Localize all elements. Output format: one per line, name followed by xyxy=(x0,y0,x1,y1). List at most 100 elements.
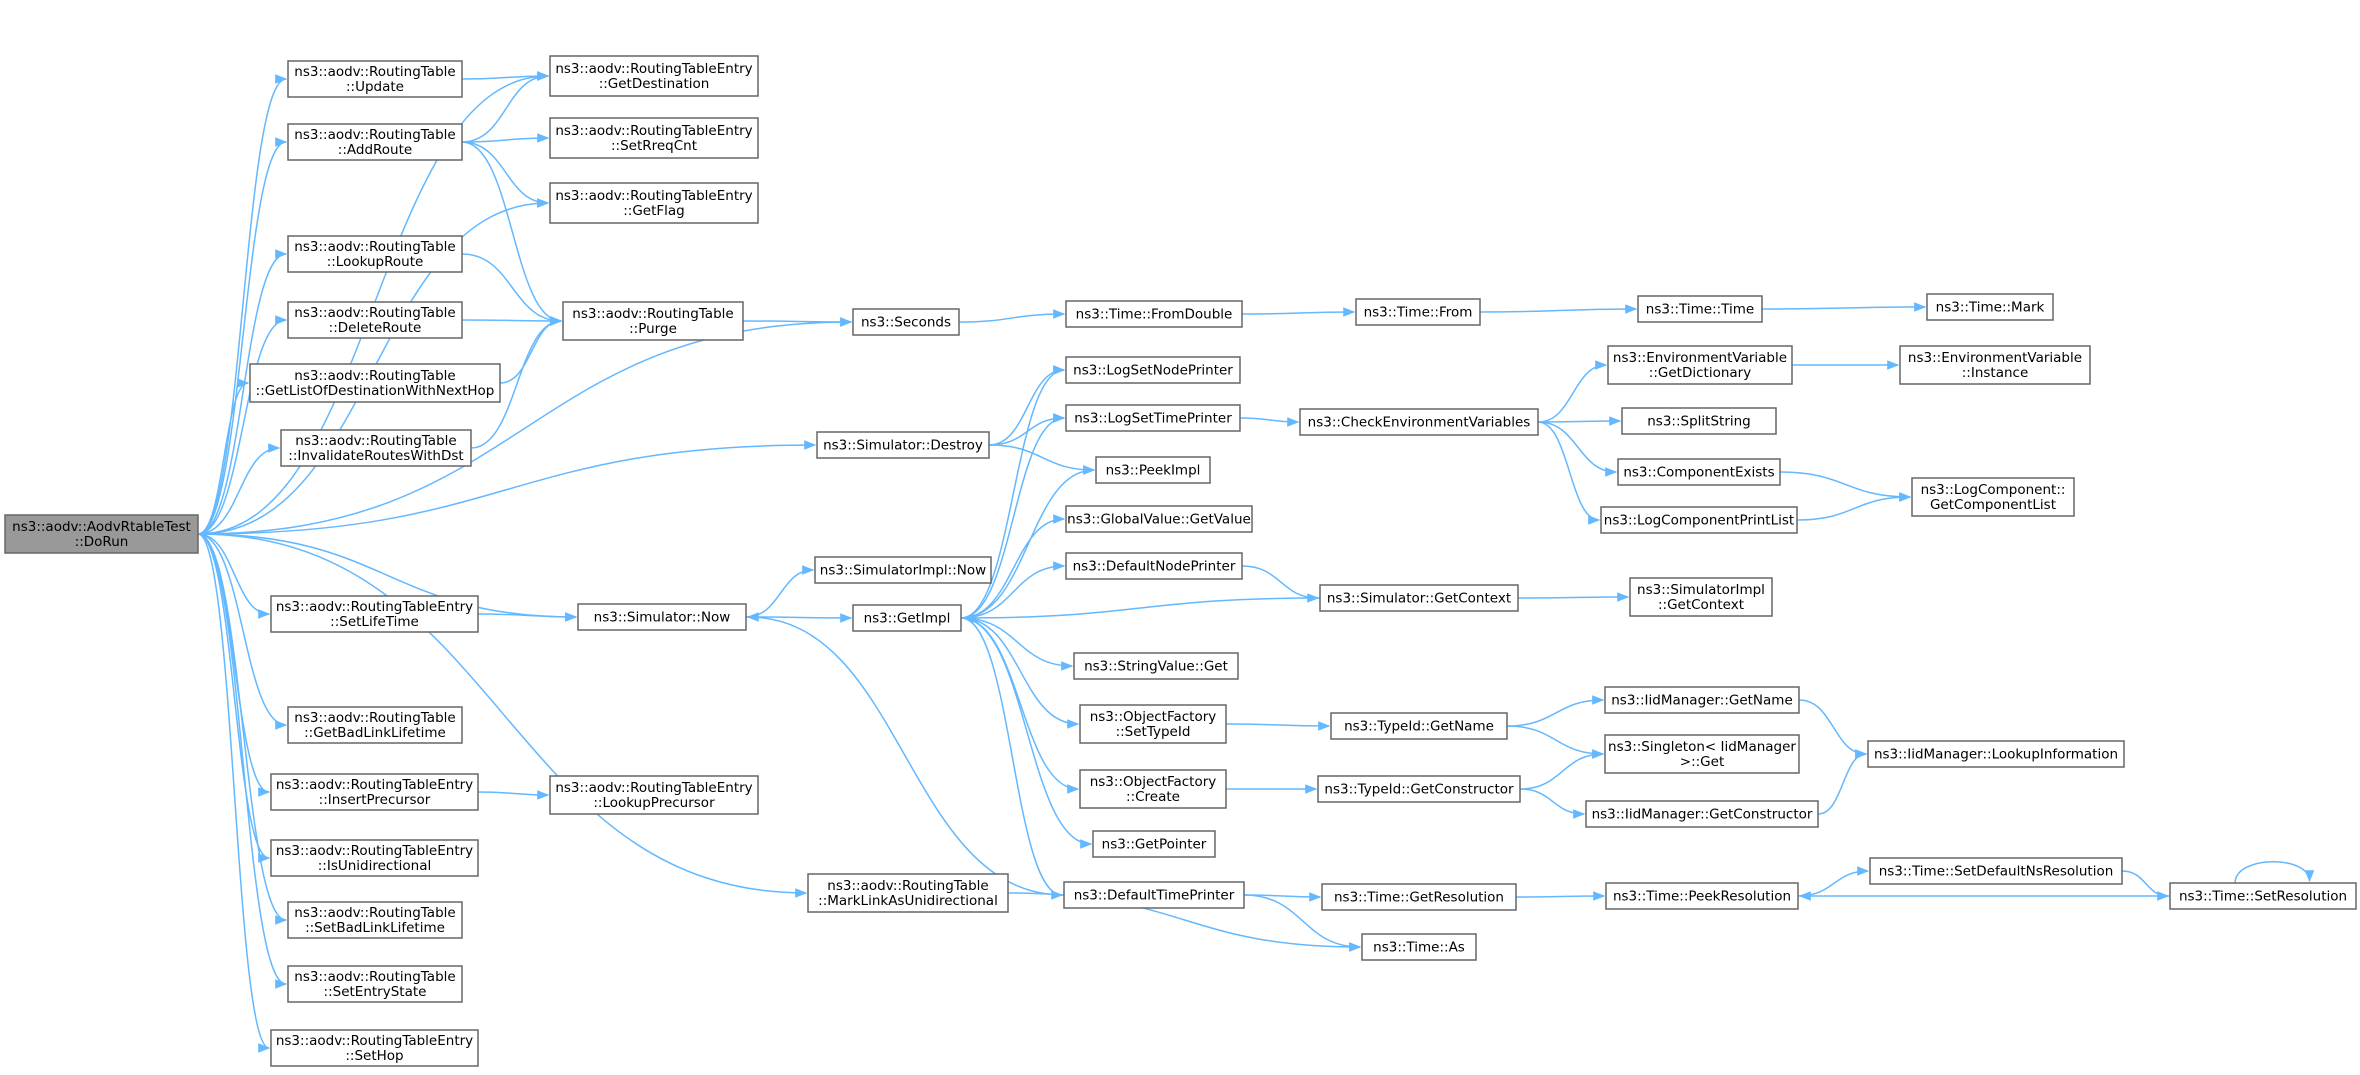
node-defaultnodeprinter[interactable]: ns3::DefaultNodePrinter xyxy=(1065,552,1243,580)
node-componentexists[interactable]: ns3::ComponentExists xyxy=(1617,458,1781,486)
node-typeid-getconstructor-label: ns3::TypeId::GetConstructor xyxy=(1324,782,1514,798)
node-routingtable-setentrystate[interactable]: ns3::aodv::RoutingTable::SetEntryState xyxy=(287,965,463,1003)
node-iidmanager-getconstructor[interactable]: ns3::IidManager::GetConstructor xyxy=(1585,800,1819,828)
node-routingtableentry-sethop-box xyxy=(270,1029,479,1067)
node-routingtable-update[interactable]: ns3::aodv::RoutingTable::Update xyxy=(287,60,463,98)
node-globalvalue-getvalue[interactable]: ns3::GlobalValue::GetValue xyxy=(1065,505,1253,533)
node-simulatorimpl-now[interactable]: ns3::SimulatorImpl::Now xyxy=(814,556,992,584)
node-routingtable-setbadlinklifetime-label: ::SetBadLinkLifetime xyxy=(305,920,445,936)
node-routingtable-getbadlinklifetime-label: ::GetBadLinkLifetime xyxy=(304,725,446,741)
node-time-as[interactable]: ns3::Time::As xyxy=(1361,933,1477,961)
node-routingtable-setbadlinklifetime[interactable]: ns3::aodv::RoutingTable::SetBadLinkLifet… xyxy=(287,901,463,939)
node-splitstring[interactable]: ns3::SplitString xyxy=(1621,407,1777,435)
node-routingtableentry-isunidirectional[interactable]: ns3::aodv::RoutingTableEntry::IsUnidirec… xyxy=(270,839,479,877)
node-logsettimeprinter[interactable]: ns3::LogSetTimePrinter xyxy=(1065,404,1241,432)
node-seconds[interactable]: ns3::Seconds xyxy=(852,308,960,336)
node-aodvrtabletest-dorun-box xyxy=(4,514,199,554)
node-logcomponent-getcomponentlist[interactable]: ns3::LogComponent::GetComponentList xyxy=(1911,477,2075,517)
node-logcomponentprintlist[interactable]: ns3::LogComponentPrintList xyxy=(1600,506,1798,534)
node-simulatorimpl-now-box xyxy=(814,556,992,584)
node-environmentvariable-instance[interactable]: ns3::EnvironmentVariable::Instance xyxy=(1899,345,2091,385)
node-time-getresolution[interactable]: ns3::Time::GetResolution xyxy=(1321,883,1517,911)
node-typeid-getconstructor[interactable]: ns3::TypeId::GetConstructor xyxy=(1317,775,1521,803)
node-iidmanager-lookupinformation[interactable]: ns3::IidManager::LookupInformation xyxy=(1867,740,2125,768)
node-environmentvariable-getdictionary[interactable]: ns3::EnvironmentVariable::GetDictionary xyxy=(1607,345,1793,385)
edge-typeid_getctor-to-singleton_get xyxy=(1519,749,1605,790)
node-routingtable-lookuproute-box xyxy=(287,235,463,273)
node-objectfactory-settypeid[interactable]: ns3::ObjectFactory::SetTypeId xyxy=(1079,704,1227,744)
node-logsetnodeprinter[interactable]: ns3::LogSetNodePrinter xyxy=(1065,356,1241,384)
edge-typeid_getname-to-singleton_get xyxy=(1506,725,1605,759)
edge-getimpl-to-defnodeprinter xyxy=(960,561,1066,619)
node-simulator-getcontext[interactable]: ns3::Simulator::GetContext xyxy=(1319,584,1519,612)
node-time-setresolution[interactable]: ns3::Time::SetResolution xyxy=(2169,882,2357,910)
edge-root-to-rt_deleteroute xyxy=(197,315,288,535)
node-routingtableentry-lookupprecursor-box xyxy=(549,775,759,815)
node-routingtableentry-lookupprecursor[interactable]: ns3::aodv::RoutingTableEntry::LookupPrec… xyxy=(549,775,759,815)
node-objectfactory-create[interactable]: ns3::ObjectFactory::Create xyxy=(1079,769,1227,809)
node-typeid-getname-box xyxy=(1330,712,1508,740)
node-aodvrtabletest-dorun[interactable]: ns3::aodv::AodvRtableTest::DoRun xyxy=(4,514,199,554)
node-peekimpl-box xyxy=(1095,456,1211,484)
node-simulator-now[interactable]: ns3::Simulator::Now xyxy=(577,603,747,631)
node-routingtableentry-getflag-box xyxy=(549,182,759,224)
edge-rt_addroute-to-rte_setrreq xyxy=(461,133,550,143)
node-environmentvariable-getdictionary-label: ::GetDictionary xyxy=(1649,365,1751,381)
edge-deftimeprinter-to-time_as xyxy=(1243,894,1362,952)
node-singleton-iidmanager-get[interactable]: ns3::Singleton< IidManager >::Get xyxy=(1604,734,1800,774)
node-routingtable-invalidatrouteswithdst-label: ns3::aodv::RoutingTable xyxy=(295,433,456,449)
edge-getimpl-to-gv_getvalue xyxy=(960,514,1066,619)
node-routingtable-getbadlinklifetime[interactable]: ns3::aodv::RoutingTable::GetBadLinkLifet… xyxy=(287,706,463,744)
node-checkenvironmentvariables[interactable]: ns3::CheckEnvironmentVariables xyxy=(1299,408,1539,436)
node-routingtableentry-getdestination-label: ::GetDestination xyxy=(599,76,710,92)
node-routingtableentry-setrreqcnt[interactable]: ns3::aodv::RoutingTableEntry::SetRreqCnt xyxy=(549,117,759,159)
node-routingtable-lookuproute[interactable]: ns3::aodv::RoutingTable::LookupRoute xyxy=(287,235,463,273)
node-getpointer[interactable]: ns3::GetPointer xyxy=(1092,830,1216,858)
node-getimpl-box xyxy=(852,604,962,632)
node-time-setdefaultnsresolution[interactable]: ns3::Time::SetDefaultNsResolution xyxy=(1869,857,2123,885)
node-simulator-destroy[interactable]: ns3::Simulator::Destroy xyxy=(816,431,990,459)
node-time-from[interactable]: ns3::Time::From xyxy=(1355,298,1481,326)
node-peekimpl[interactable]: ns3::PeekImpl xyxy=(1095,456,1211,484)
node-stringvalue-get-label: ns3::StringValue::Get xyxy=(1084,659,1228,675)
node-time-fromdouble[interactable]: ns3::Time::FromDouble xyxy=(1065,300,1243,328)
node-getimpl[interactable]: ns3::GetImpl xyxy=(852,604,962,632)
node-routingtable-marklinkasunidirectional-label: ::MarkLinkAsUnidirectional xyxy=(818,893,998,909)
node-simulator-destroy-label: ns3::Simulator::Destroy xyxy=(823,438,983,454)
node-typeid-getname[interactable]: ns3::TypeId::GetName xyxy=(1330,712,1508,740)
node-routingtable-marklinkasunidirectional[interactable]: ns3::aodv::RoutingTable::MarkLinkAsUnidi… xyxy=(807,873,1009,913)
node-time-time[interactable]: ns3::Time::Time xyxy=(1637,295,1763,323)
node-time-peekresolution[interactable]: ns3::Time::PeekResolution xyxy=(1605,882,1799,910)
edge-seconds-to-time_fromdouble xyxy=(958,309,1066,323)
node-defaulttimeprinter[interactable]: ns3::DefaultTimePrinter xyxy=(1063,881,1245,909)
edge-iid_getctor-to-iid_lookupinfo xyxy=(1817,749,1868,815)
node-time-mark[interactable]: ns3::Time::Mark xyxy=(1926,293,2054,321)
node-time-peekresolution-box xyxy=(1605,882,1799,910)
node-routingtable-purge[interactable]: ns3::aodv::RoutingTable::Purge xyxy=(562,301,744,341)
node-routingtableentry-sethop[interactable]: ns3::aodv::RoutingTableEntry::SetHop xyxy=(270,1029,479,1067)
edge-rte_insertprec-to-rte_lookupprec xyxy=(477,790,550,800)
node-routingtableentry-getdestination[interactable]: ns3::aodv::RoutingTableEntry::GetDestina… xyxy=(549,55,759,97)
edge-checkenv-to-compexists xyxy=(1537,421,1618,477)
node-globalvalue-getvalue-box xyxy=(1065,505,1253,533)
edge-root-to-rte_isunidir xyxy=(197,533,271,863)
node-routingtableentry-setlifetime[interactable]: ns3::aodv::RoutingTableEntry::SetLifeTim… xyxy=(270,595,479,633)
node-iidmanager-getname[interactable]: ns3::IidManager::GetName xyxy=(1604,686,1800,714)
node-routingtable-invalidatrouteswithdst[interactable]: ns3::aodv::RoutingTable::InvalidateRoute… xyxy=(280,429,472,467)
node-globalvalue-getvalue-label: ns3::GlobalValue::GetValue xyxy=(1067,512,1251,528)
node-routingtable-purge-label: ns3::aodv::RoutingTable xyxy=(572,306,733,322)
node-environmentvariable-getdictionary-label: ns3::EnvironmentVariable xyxy=(1613,350,1787,366)
edge-time_from-to-time_time xyxy=(1479,304,1638,314)
node-stringvalue-get-box xyxy=(1073,652,1239,680)
node-routingtableentry-insertprecursor[interactable]: ns3::aodv::RoutingTableEntry::InsertPrec… xyxy=(270,773,479,811)
node-routingtable-addroute[interactable]: ns3::aodv::RoutingTable::AddRoute xyxy=(287,123,463,161)
node-logcomponent-getcomponentlist-box xyxy=(1911,477,2075,517)
node-objectfactory-settypeid-label: ns3::ObjectFactory xyxy=(1090,709,1217,725)
node-routingtableentry-getdestination-box xyxy=(549,55,759,97)
node-stringvalue-get[interactable]: ns3::StringValue::Get xyxy=(1073,652,1239,680)
node-routingtable-purge-box xyxy=(562,301,744,341)
node-routingtable-deleteroute[interactable]: ns3::aodv::RoutingTable::DeleteRoute xyxy=(287,301,463,339)
node-routingtable-getlistofdestinationwithnexthop[interactable]: ns3::aodv::RoutingTable::GetListOfDestin… xyxy=(249,363,501,403)
node-routingtableentry-getflag[interactable]: ns3::aodv::RoutingTableEntry::GetFlag xyxy=(549,182,759,224)
node-simulatorimpl-getcontext[interactable]: ns3::SimulatorImpl::GetContext xyxy=(1629,577,1773,617)
